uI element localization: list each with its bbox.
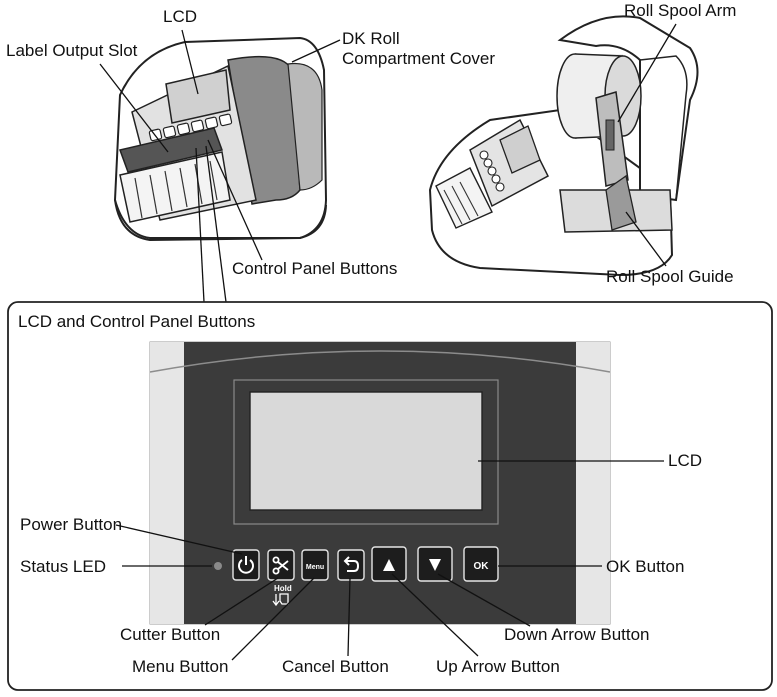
down-arrow-button[interactable] xyxy=(417,546,453,582)
cancel-button[interactable] xyxy=(337,549,365,581)
up-arrow-button[interactable] xyxy=(371,546,407,582)
label-status-led: Status LED xyxy=(20,557,106,576)
label-power-button: Power Button xyxy=(20,515,122,534)
printer-front-view xyxy=(113,36,328,242)
label-ok-button: OK Button xyxy=(606,557,684,576)
menu-button[interactable]: Menu xyxy=(301,549,329,581)
return-arrow-icon xyxy=(343,556,360,572)
menu-button-text: Menu xyxy=(306,564,324,571)
top-label-lcd: LCD xyxy=(163,7,197,26)
top-label-control-panel-buttons: Control Panel Buttons xyxy=(232,259,397,278)
ok-button[interactable]: OK xyxy=(463,546,499,582)
power-button[interactable] xyxy=(232,549,260,581)
panel-heading: LCD and Control Panel Buttons xyxy=(18,312,255,331)
top-label-label-output-slot: Label Output Slot xyxy=(6,41,138,60)
feed-icon xyxy=(272,593,289,607)
hold-text: Hold xyxy=(274,584,292,593)
label-cancel-button: Cancel Button xyxy=(282,657,389,676)
cutter-button[interactable] xyxy=(267,549,295,581)
printer-open-view xyxy=(428,15,699,277)
label-menu-button: Menu Button xyxy=(132,657,228,676)
power-icon xyxy=(238,556,254,574)
lcd-screen xyxy=(249,391,483,511)
detail-frame xyxy=(7,301,773,691)
status-led xyxy=(214,562,222,570)
triangle-down-icon xyxy=(429,559,441,571)
top-label-roll-spool-arm: Roll Spool Arm xyxy=(624,1,736,20)
label-cutter-button: Cutter Button xyxy=(120,625,220,644)
top-label-roll-spool-guide: Roll Spool Guide xyxy=(606,267,734,286)
label-lcd: LCD xyxy=(668,451,702,470)
top-label-dk-roll-line1: DK Roll xyxy=(342,29,400,48)
label-up-arrow-button: Up Arrow Button xyxy=(436,657,560,676)
scissors-icon xyxy=(272,556,289,575)
label-down-arrow-button: Down Arrow Button xyxy=(504,625,650,644)
triangle-up-icon xyxy=(383,559,395,571)
ok-button-text: OK xyxy=(474,561,490,572)
top-label-dk-roll-line2: Compartment Cover xyxy=(342,49,495,68)
